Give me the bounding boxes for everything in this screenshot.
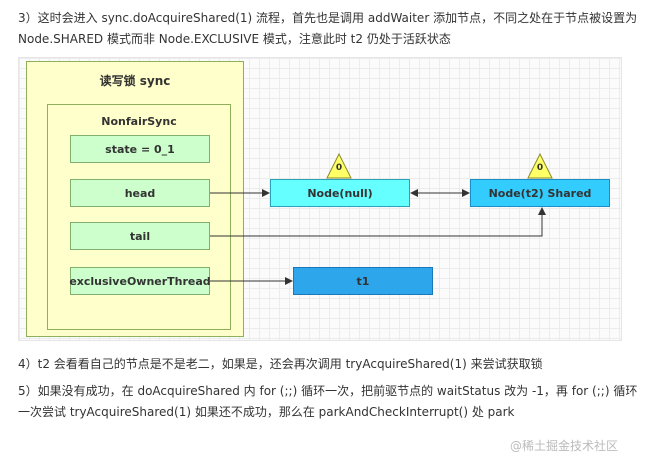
step-5-paragraph: 5）如果没有成功，在 doAcquireShared 内 for (;;) 循环…	[18, 384, 638, 419]
node-null-waitstatus-triangle	[326, 152, 352, 179]
step-3-paragraph: 3）这时会进入 sync.doAcquireShared(1) 流程，首先也是调…	[18, 11, 638, 46]
diagram-connectors	[210, 152, 553, 285]
head-field: head	[70, 179, 210, 207]
node-t2-waitstatus-triangle	[527, 152, 553, 179]
tail-field: tail	[70, 222, 210, 250]
exclusive-owner-thread-field: exclusiveOwnerThread	[69, 267, 211, 295]
aqs-shared-diagram: 读写锁 sync NonfairSync state = 0_1 head ta…	[18, 57, 622, 341]
tail-arrow	[210, 207, 546, 237]
step-4-paragraph: 4）t2 会看看自己的节点是不是老二，如果是，还会再次调用 tryAcquire…	[18, 357, 543, 371]
thread-t1-node: t1	[293, 267, 433, 295]
node-null-waitstatus-label: 0	[335, 163, 343, 173]
nonfair-sync-title: NonfairSync	[101, 115, 177, 128]
sync-container-title: 读写锁 sync	[99, 74, 171, 88]
node-null: Node(null)	[270, 179, 410, 207]
state-field: state = 0_1	[70, 135, 210, 163]
node-t2-waitstatus-label: 0	[536, 163, 544, 173]
node-t2-shared: Node(t2) Shared	[470, 179, 610, 207]
site-watermark: @稀土掘金技术社区	[510, 439, 619, 453]
